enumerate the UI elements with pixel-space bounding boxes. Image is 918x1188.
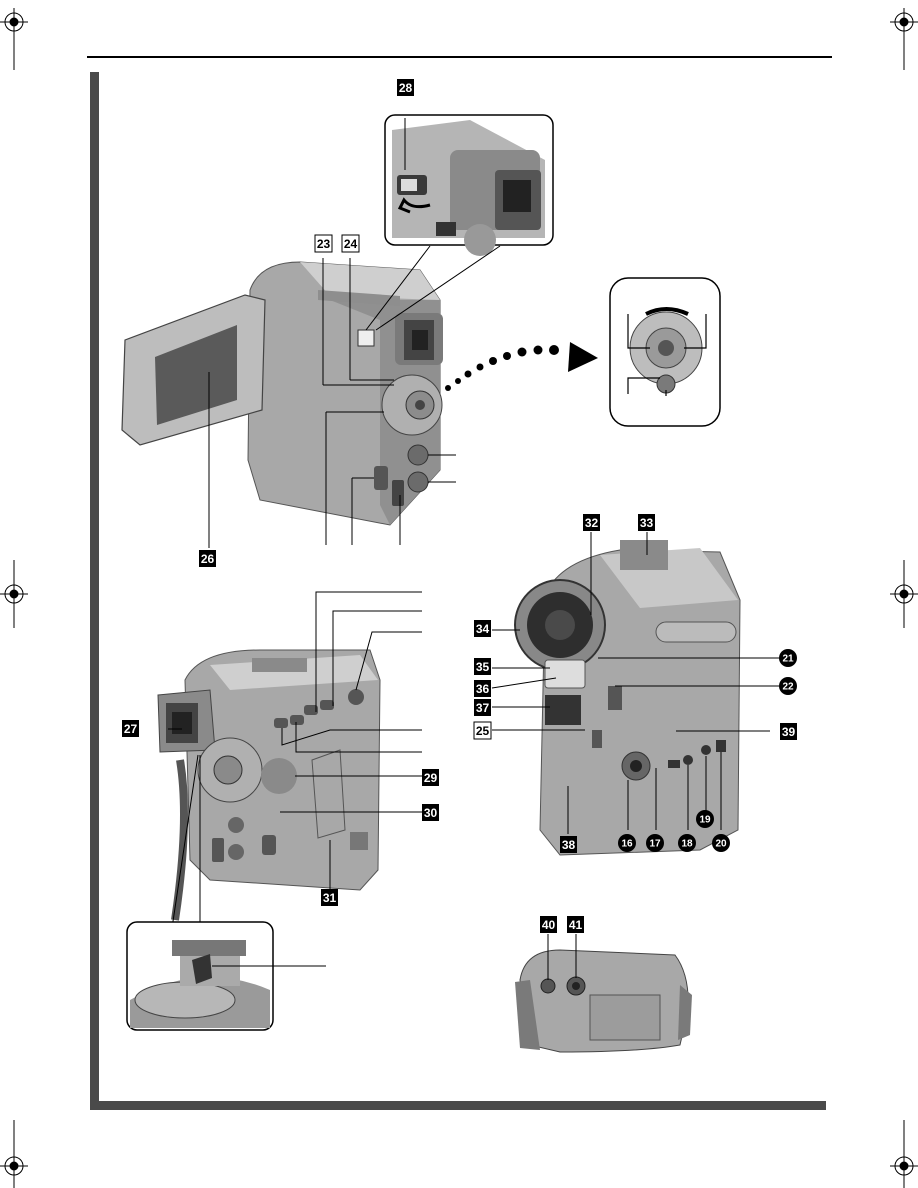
callout-23: 23 [314, 234, 333, 253]
callout-31: 31 [321, 889, 338, 906]
callout-label: 32 [585, 516, 599, 530]
callout-label: 33 [640, 516, 654, 530]
callout-25: 25 [473, 721, 492, 740]
callout-label: 28 [399, 81, 413, 95]
callout-37: 37 [474, 699, 491, 716]
callout-label: 27 [124, 722, 138, 736]
reg-mark-bottom-left [0, 1120, 28, 1188]
frame-bottom-bar [90, 1101, 826, 1110]
callout-label: 16 [621, 839, 633, 850]
dial-inset [609, 277, 721, 427]
callout-label: 31 [323, 891, 337, 905]
callout-label: 25 [476, 724, 490, 738]
reg-mark-top-right [890, 8, 918, 70]
camcorder-main-view [121, 261, 443, 526]
callout-label: 34 [476, 622, 490, 636]
callout-label: 39 [782, 725, 796, 739]
callout-22: 22 [779, 677, 797, 695]
dotted-arrow [445, 342, 598, 391]
callout-28: 28 [397, 79, 414, 96]
callout-16: 16 [618, 834, 636, 852]
callout-17: 17 [646, 834, 664, 852]
callout-35: 35 [474, 658, 491, 675]
callout-label: 19 [699, 815, 711, 826]
callout-label: 21 [782, 654, 794, 665]
callout-label: 30 [424, 806, 438, 820]
callout-34: 34 [474, 620, 491, 637]
callout-label: 20 [715, 839, 727, 850]
callout-label: 24 [344, 237, 358, 251]
leader-lines-top [208, 118, 501, 548]
reg-mark-mid-left [0, 560, 28, 628]
callout-38: 38 [560, 836, 577, 853]
camcorder-front-view [514, 540, 741, 856]
hinge-inset [126, 921, 326, 1031]
callout-40: 40 [540, 916, 557, 933]
callout-label: 37 [476, 701, 490, 715]
reg-mark-top-left [0, 8, 28, 70]
callouts: 28 26 32 33 34 35 36 37 27 29 30 31 39 38 40 41 23 24 25 21… [122, 79, 797, 933]
callout-label: 22 [782, 682, 794, 693]
reg-mark-bottom-right [890, 1120, 918, 1188]
callout-29: 29 [422, 769, 439, 786]
callout-label: 18 [681, 839, 693, 850]
camcorder-rear-view [157, 649, 381, 921]
callout-label: 40 [542, 918, 556, 932]
callout-20: 20 [712, 834, 730, 852]
callout-label: 26 [201, 552, 215, 566]
callout-label: 35 [476, 660, 490, 674]
callout-24: 24 [341, 234, 360, 253]
callout-30: 30 [422, 804, 439, 821]
reg-mark-mid-right [890, 560, 918, 628]
callout-label: 36 [476, 682, 490, 696]
callout-label: 17 [649, 839, 661, 850]
callout-21: 21 [779, 649, 797, 667]
leader-lines-front [491, 532, 780, 834]
callout-label: 41 [569, 918, 583, 932]
callout-label: 38 [562, 838, 576, 852]
callout-32: 32 [583, 514, 600, 531]
callout-26: 26 [199, 550, 216, 567]
callout-label: 23 [317, 237, 331, 251]
camcorder-bottom-view [515, 934, 692, 1053]
callout-41: 41 [567, 916, 584, 933]
callout-39: 39 [780, 723, 797, 740]
callout-27: 27 [122, 720, 139, 737]
registration-marks [0, 8, 918, 1188]
callout-33: 33 [638, 514, 655, 531]
callout-18: 18 [678, 834, 696, 852]
viewfinder-inset [384, 114, 554, 256]
callout-36: 36 [474, 680, 491, 697]
callout-label: 29 [424, 771, 438, 785]
leader-lines-rear [168, 591, 422, 929]
frame-left-bar [90, 72, 99, 1110]
callout-19: 19 [696, 810, 714, 828]
